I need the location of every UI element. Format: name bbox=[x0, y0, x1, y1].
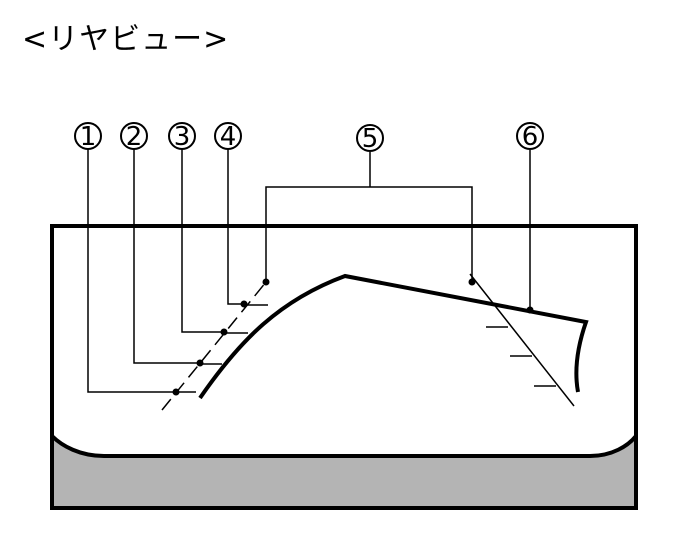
screen-frame bbox=[50, 224, 638, 510]
vehicle-outline bbox=[198, 273, 589, 400]
bumper-area bbox=[52, 436, 636, 508]
callout-4: 4 bbox=[214, 122, 242, 152]
leader-2 bbox=[133, 148, 200, 364]
callout-1-label: 1 bbox=[80, 122, 97, 152]
dot-6 bbox=[526, 306, 534, 314]
callout-5-label: 5 bbox=[362, 124, 379, 154]
dot-5-left bbox=[262, 278, 270, 286]
callout-2-label: 2 bbox=[126, 122, 143, 152]
dot-3 bbox=[220, 328, 228, 336]
dot-1 bbox=[172, 388, 180, 396]
leader-1 bbox=[87, 148, 176, 393]
leader-4 bbox=[227, 148, 244, 305]
callout-1: 1 bbox=[74, 122, 102, 152]
callout-5: 5 bbox=[356, 124, 384, 154]
leader-3 bbox=[181, 148, 224, 333]
callout-6: 6 bbox=[516, 122, 544, 152]
right-guide-line bbox=[469, 273, 575, 407]
page-title: <リヤビュー> bbox=[22, 22, 230, 57]
dot-4 bbox=[240, 300, 248, 308]
callout-3-label: 3 bbox=[174, 122, 191, 152]
dot-2 bbox=[196, 359, 204, 367]
callout-2: 2 bbox=[120, 122, 148, 152]
callout-4-label: 4 bbox=[220, 122, 237, 152]
left-guide-line bbox=[161, 281, 267, 411]
callout-3: 3 bbox=[168, 122, 196, 152]
dot-5-right bbox=[468, 278, 476, 286]
leader-5 bbox=[265, 186, 473, 282]
bumper-edge bbox=[50, 434, 638, 458]
callout-6-label: 6 bbox=[522, 122, 539, 152]
